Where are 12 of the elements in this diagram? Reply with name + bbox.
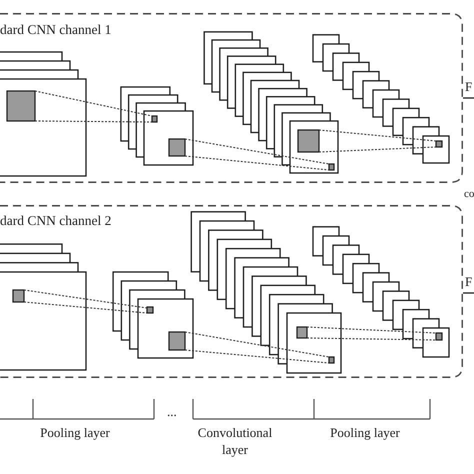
layer-label: Pooling layer (40, 424, 110, 441)
ellipsis: ... (167, 403, 177, 420)
edge-label: F (465, 275, 472, 289)
layer-label: Convolutional layer (196, 424, 274, 458)
connector-line (463, 292, 474, 294)
clipped-label: co (464, 187, 474, 202)
edge-label: F (465, 80, 472, 94)
dashed-group-box (0, 13, 463, 183)
layer-label: Pooling layer (330, 424, 400, 441)
connector-line (463, 97, 474, 99)
group-title: dard CNN channel 1 (0, 22, 112, 38)
group-title: dard CNN channel 2 (0, 213, 112, 229)
